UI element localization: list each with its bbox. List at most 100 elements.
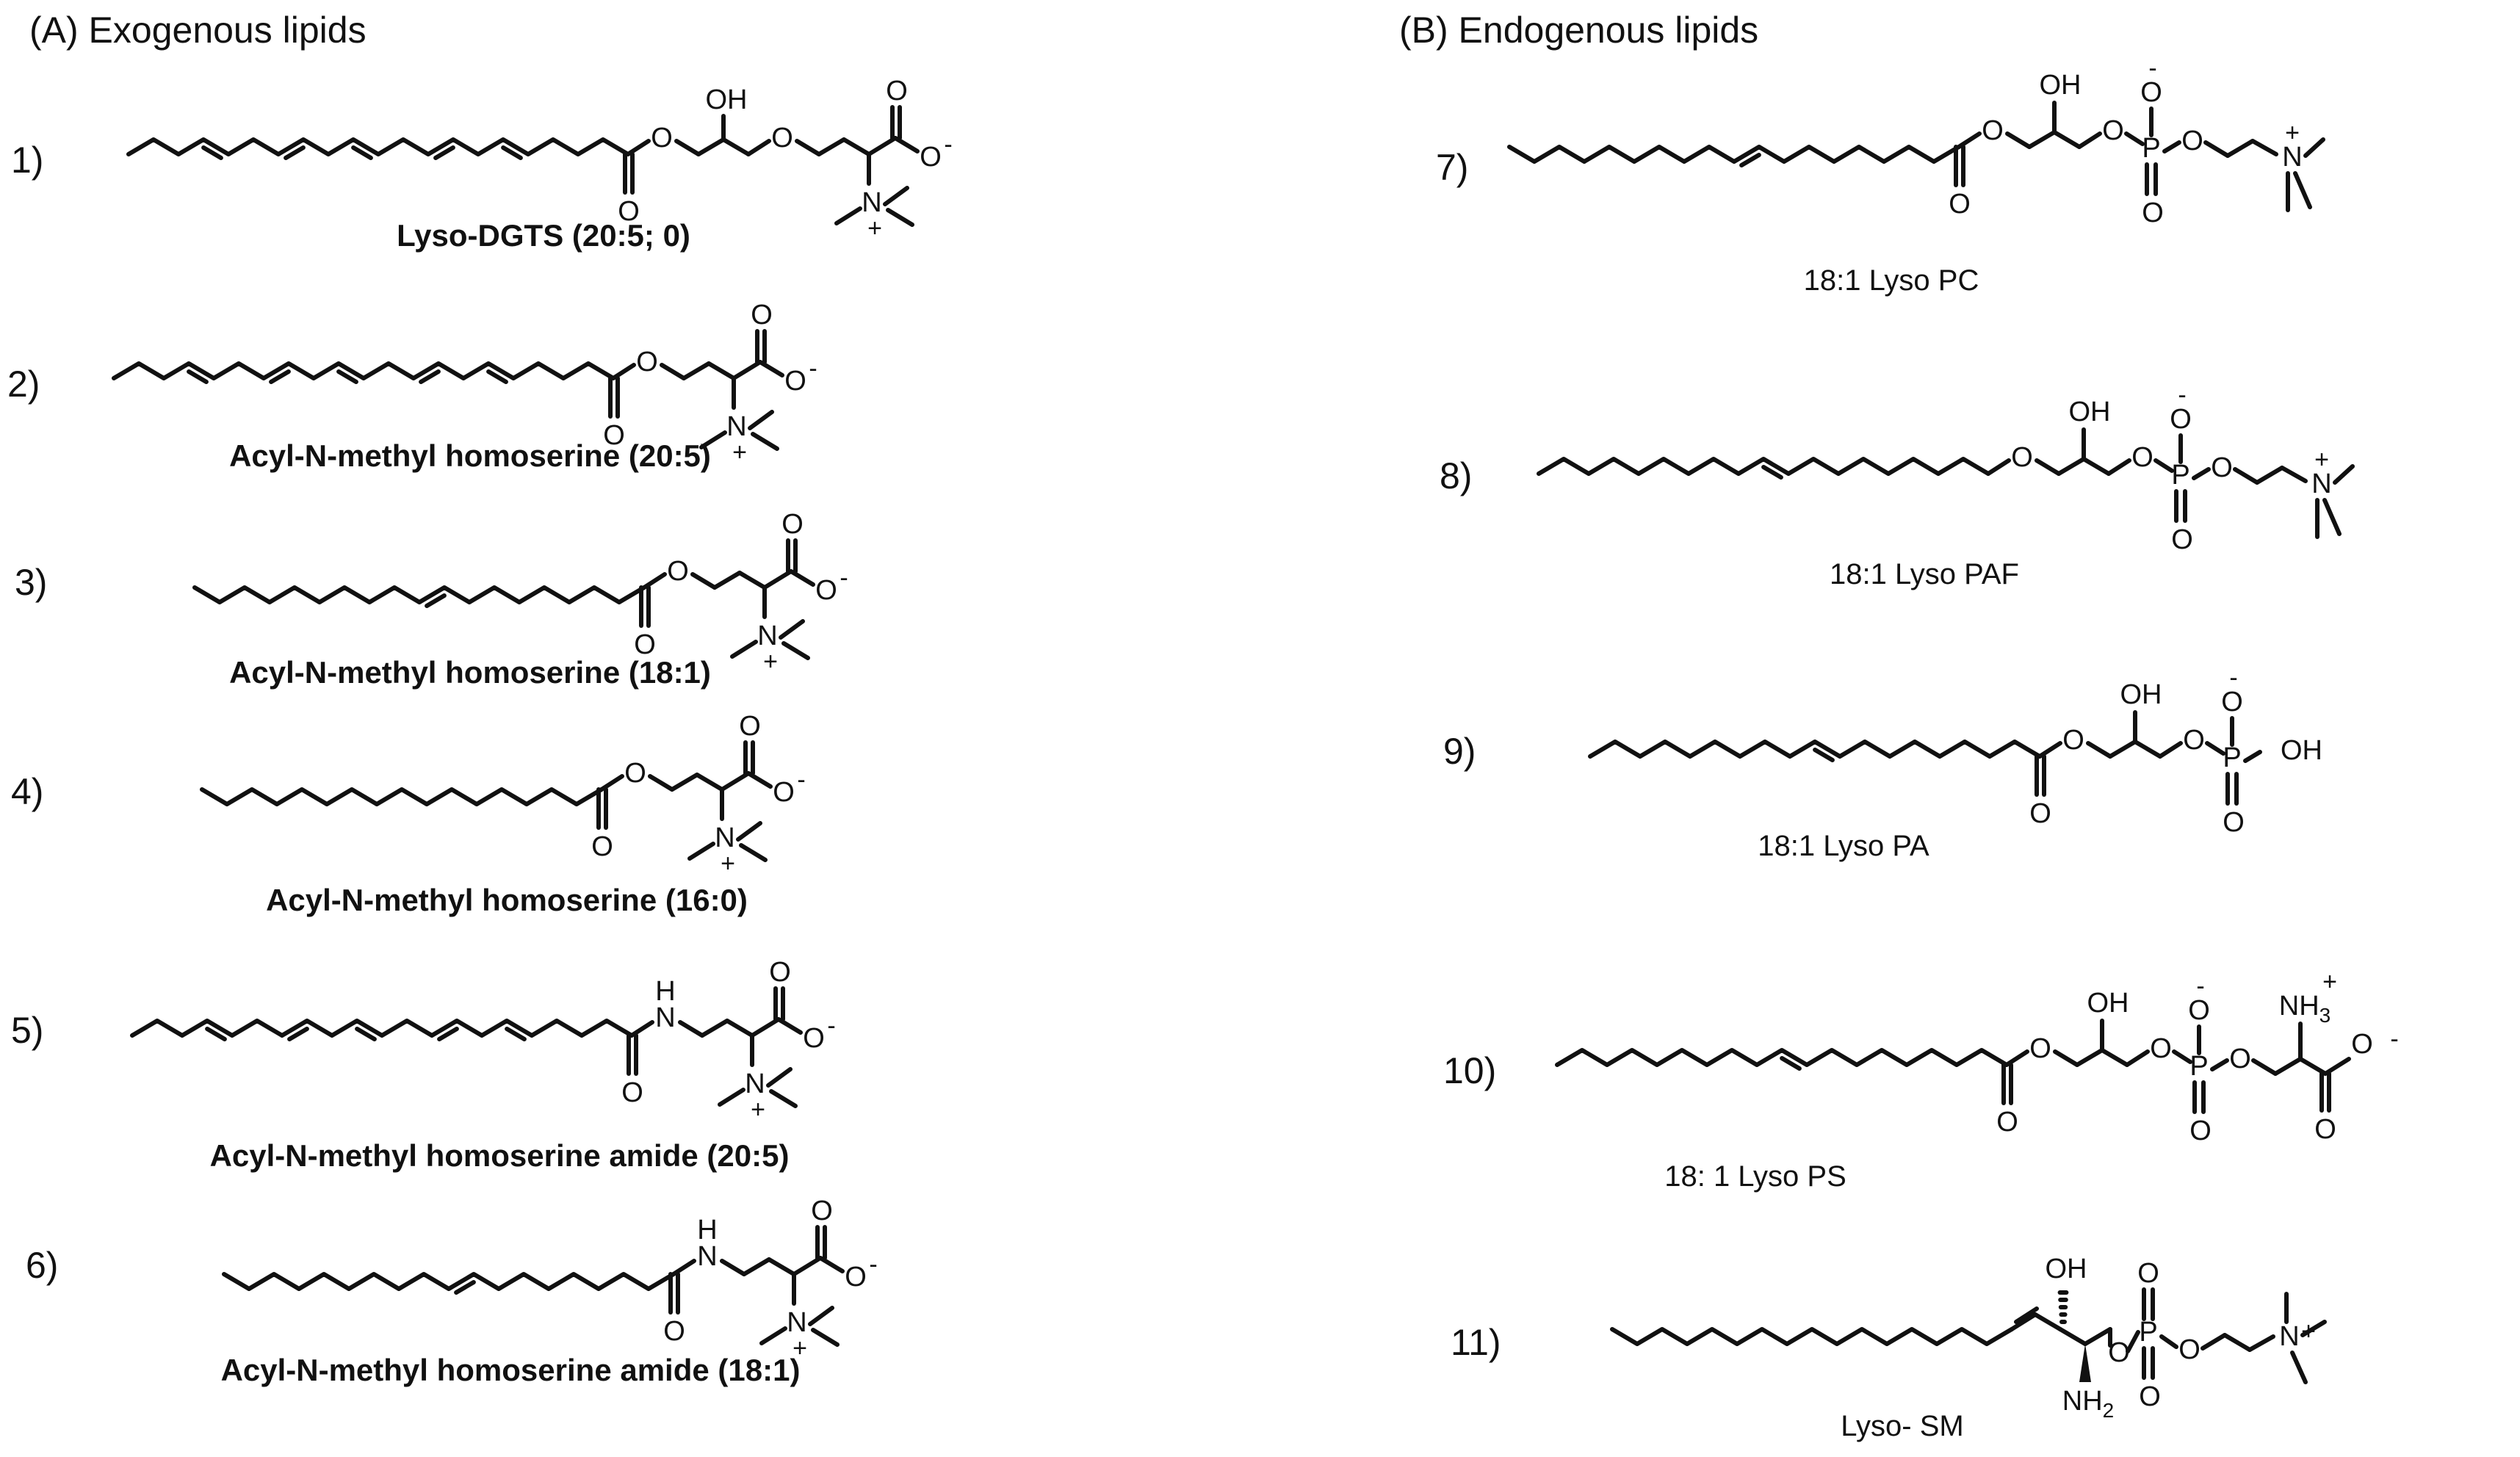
- bond: [2223, 1333, 2252, 1352]
- oxygen-atom: O: [803, 1023, 825, 1054]
- positive-charge: +: [867, 214, 882, 242]
- oxygen-atom: O: [603, 420, 625, 451]
- bond: [732, 360, 762, 380]
- ammonium-group: NH3: [2279, 991, 2331, 1027]
- double-bond: [505, 1027, 527, 1041]
- methyl-bond: [759, 1326, 787, 1345]
- oxygen-atom: O: [2221, 687, 2243, 717]
- bond: [789, 569, 815, 587]
- double-bond: [1780, 1056, 1802, 1071]
- bond: [2005, 131, 2032, 149]
- methyl-bond: [2322, 498, 2342, 536]
- bond: [2086, 741, 2112, 759]
- methyl-bond: [718, 1088, 745, 1107]
- bond: [2004, 1049, 2029, 1067]
- bond: [2035, 458, 2061, 476]
- double-bond: [187, 369, 209, 384]
- negative-charge: -: [2229, 664, 2237, 692]
- oxygen-atom: O: [815, 575, 837, 606]
- negative-charge: -: [2390, 1025, 2398, 1053]
- nitrogen-atom: N: [862, 187, 881, 218]
- bond: [2033, 1312, 2062, 1331]
- bond: [767, 1257, 796, 1276]
- oxygen-atom: O: [2229, 1044, 2251, 1074]
- oxygen-atom: O: [2139, 1381, 2161, 1412]
- double-bond: [1813, 748, 1835, 762]
- hydroxyl-group: OH: [2069, 397, 2111, 427]
- bond: [2082, 457, 2111, 476]
- negative-charge: -: [2178, 381, 2186, 409]
- oxygen-atom: O: [634, 629, 656, 660]
- oxygen-atom: O: [2183, 725, 2205, 756]
- molecule-caption: Acyl-N-methyl homoserine amide (18:1): [221, 1353, 801, 1387]
- positive-charge: +: [763, 648, 778, 676]
- double-bond: [355, 1027, 377, 1041]
- oxygen-atom: O: [1996, 1107, 2018, 1138]
- methyl-bond: [730, 640, 758, 659]
- double-bond: [351, 145, 373, 160]
- bond: [690, 572, 717, 590]
- acyl-chain: [1555, 1048, 2009, 1067]
- bond: [670, 773, 699, 792]
- double-bond: [201, 145, 223, 160]
- molecule-number: 3): [15, 562, 47, 603]
- double-bond: [454, 1280, 476, 1295]
- double-bond: [287, 1027, 309, 1041]
- bond: [2158, 741, 2183, 759]
- molecule-number: 11): [1451, 1322, 1501, 1363]
- oxygen-atom: O: [2351, 1029, 2373, 1060]
- oxygen-atom: O: [771, 123, 793, 153]
- methyl-bond: [883, 186, 909, 206]
- bond: [674, 139, 701, 156]
- molecule-number: 6): [26, 1245, 58, 1286]
- bond: [712, 571, 742, 590]
- hydroxyl-group: OH: [706, 84, 748, 115]
- molecule-5: 5)Acyl-N-methyl homoserine amide (20:5)O…: [11, 957, 836, 1173]
- bond: [2027, 130, 2057, 149]
- wedge-bond: [2079, 1344, 2091, 1382]
- oxygen-atom: O: [651, 123, 673, 153]
- acyl-chain: [1588, 740, 2042, 759]
- acyl-chain: [222, 1272, 676, 1291]
- methyl-bond: [779, 619, 805, 640]
- oxygen-atom: O: [2188, 995, 2210, 1026]
- acyl-chain: [112, 361, 615, 380]
- bond: [2126, 1330, 2140, 1353]
- negative-charge: -: [797, 766, 805, 794]
- nitrogen-atom: N: [757, 621, 777, 651]
- double-bond: [2014, 1306, 2039, 1324]
- bond: [648, 774, 674, 792]
- bond: [2162, 140, 2181, 153]
- molecule-number: 7): [1436, 147, 1468, 188]
- oxygen-atom: O: [2062, 725, 2084, 756]
- oxygen-atom: O: [591, 831, 613, 862]
- positive-charge: +: [793, 1334, 807, 1362]
- positive-charge: +: [2285, 119, 2300, 147]
- bond: [678, 1020, 704, 1038]
- acyl-chain: [192, 585, 646, 604]
- bond: [792, 1256, 823, 1276]
- oxygen-atom: O: [2170, 404, 2192, 435]
- methyl-bond: [2333, 464, 2355, 485]
- acyl-chain: [1507, 145, 1961, 164]
- methyl-bond: [781, 641, 810, 660]
- bond: [2083, 1327, 2112, 1346]
- bond: [2251, 1058, 2278, 1076]
- methyl-bond: [2290, 1351, 2308, 1384]
- molecule-caption: 18:1 Lyso PAF: [1830, 558, 2019, 590]
- negative-charge: -: [827, 1012, 835, 1040]
- positive-charge: +: [721, 850, 735, 878]
- oxygen-atom: O: [739, 711, 761, 742]
- bond: [696, 137, 726, 156]
